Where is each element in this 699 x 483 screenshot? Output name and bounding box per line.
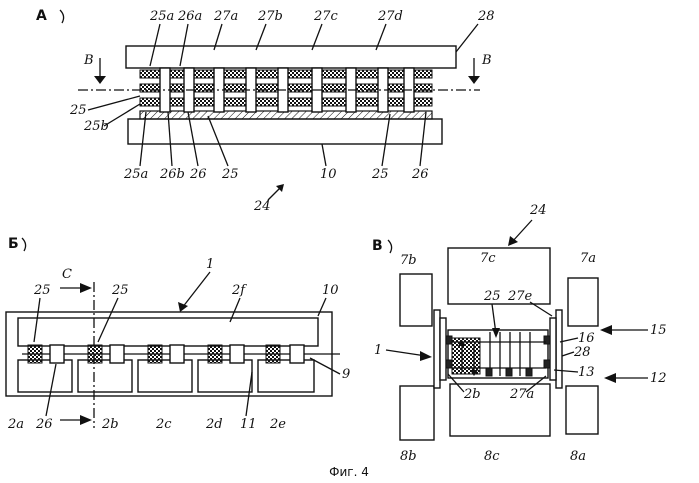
callout-a-25-bottom: 25 — [221, 167, 239, 182]
callout-a-25b: 25b — [83, 119, 109, 134]
callout-v-2b: 2b — [463, 387, 481, 402]
cell-2a — [18, 360, 72, 392]
callout-a-26a: 26a — [177, 9, 202, 24]
callout-a-25-right: 25 — [371, 167, 389, 182]
panel-b-label: Б — [8, 236, 19, 252]
callout-a-24: 24 — [253, 199, 271, 214]
callout-a-26b: 26b — [159, 167, 185, 182]
panel-v-label: В — [372, 238, 383, 254]
callout-v-1: 1 — [374, 343, 382, 358]
callout-v-8a: 8a — [570, 449, 586, 464]
callout-a-28: 28 — [477, 9, 495, 24]
rail-left-inner — [440, 318, 446, 380]
callout-a-10: 10 — [320, 167, 337, 182]
callout-a-26-right: 26 — [411, 167, 429, 182]
callout-v-8b: 8b — [400, 449, 417, 464]
callout-v-28: 28 — [573, 345, 591, 360]
callout-b-1: 1 — [206, 257, 214, 272]
panel-a: А B B 25 — [36, 8, 495, 214]
callout-a-25a-top: 25a — [149, 9, 174, 24]
callout-b-2e: 2e — [269, 417, 286, 432]
callout-v-16: 16 — [578, 331, 595, 346]
callout-a-25: 25 — [69, 103, 87, 118]
section-mark-left: B — [83, 53, 94, 68]
base-plate — [128, 119, 442, 144]
rail-right — [556, 310, 562, 388]
callout-a-27c: 27c — [313, 9, 339, 24]
cell-2e — [258, 360, 314, 392]
callout-b-25-left: 25 — [33, 283, 51, 298]
callout-b-26: 26 — [35, 417, 53, 432]
callout-v-8c: 8c — [484, 449, 500, 464]
callout-b-25-mid: 25 — [111, 283, 129, 298]
callout-v-7b: 7b — [400, 253, 417, 268]
callout-b-9: 9 — [342, 367, 350, 382]
callout-a-27a: 27a — [213, 9, 238, 24]
callout-v-7a: 7a — [580, 251, 596, 266]
callout-b-2b: 2b — [101, 417, 119, 432]
callout-b-2c: 2c — [155, 417, 172, 432]
callout-a-26: 26 — [189, 167, 207, 182]
callout-b-10: 10 — [322, 283, 339, 298]
panel-b: Б C 1 25 25 — [6, 236, 350, 432]
block-7a — [568, 278, 598, 326]
callout-v-12: 12 — [650, 371, 667, 386]
cell-2b — [78, 360, 132, 392]
callout-v-24: 24 — [529, 203, 547, 218]
inner-frame-2f — [18, 318, 318, 346]
callout-v-27e: 27e — [507, 289, 533, 304]
callout-v-15: 15 — [650, 323, 667, 338]
callout-v-25: 25 — [483, 289, 501, 304]
block-7b — [400, 274, 432, 326]
callout-b-2d: 2d — [205, 417, 223, 432]
top-plate — [126, 46, 456, 68]
callout-b-2a: 2a — [7, 417, 24, 432]
cell-2d — [198, 360, 252, 392]
section-mark-c: C — [62, 267, 72, 282]
callout-v-27a: 27a — [509, 387, 534, 402]
callout-v-7c: 7c — [480, 251, 496, 266]
panel-a-label: А — [36, 8, 47, 24]
callout-v-13: 13 — [578, 365, 595, 380]
block-8a — [566, 386, 598, 434]
block-8b — [400, 386, 434, 440]
figure-caption: Фиг. 4 — [329, 465, 369, 479]
callout-a-25a-bottom: 25a — [123, 167, 148, 182]
rail-left — [434, 310, 440, 388]
callout-a-27d: 27d — [377, 9, 403, 24]
callout-a-27b: 27b — [257, 9, 283, 24]
callout-b-11: 11 — [240, 417, 257, 432]
callout-b-2f: 2f — [231, 283, 247, 298]
section-mark-right: B — [481, 53, 492, 68]
cell-2c — [138, 360, 192, 392]
panel-v: В 24 — [372, 203, 667, 464]
